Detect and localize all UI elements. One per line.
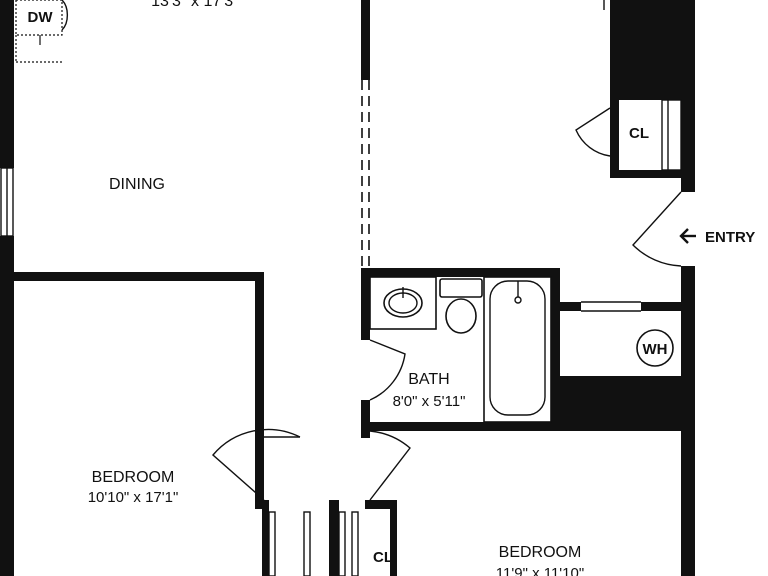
closet-left-slide-a [268, 511, 276, 576]
bath-bottom-wall [361, 422, 554, 431]
bedroom-left-door [212, 428, 301, 501]
closet-right-slide-a [338, 511, 346, 576]
closet-divider-mid [329, 500, 339, 576]
doors [212, 99, 682, 576]
wh-top-wall-left [551, 302, 581, 311]
left-exterior-wall-lower [0, 236, 14, 576]
bath-left-wall-upper [361, 268, 370, 340]
closet-bottom-wall [610, 170, 695, 178]
fixtures: DW [15, 0, 674, 423]
bedroom-top-wall [14, 272, 264, 281]
water-heater-circle [636, 329, 674, 367]
bedroom-right-label: BEDROOM [499, 544, 582, 561]
bath-door [369, 339, 406, 401]
bath-left-wall-lower [361, 400, 370, 438]
right-exterior-wall-lower [681, 266, 695, 576]
openings [0, 0, 605, 268]
closet-top-door [575, 107, 611, 157]
entry-door [632, 191, 682, 267]
closet-divider-left [262, 500, 269, 576]
closet-right-slide-b [351, 511, 359, 576]
water-heater-label: WH [643, 341, 668, 358]
bath-right-wall [551, 268, 560, 431]
left-exterior-wall-upper [0, 0, 14, 168]
labels: 13'3" x 17'3" DINING CL WH BATH 8'0" x 5… [88, 0, 756, 576]
toilet-bowl [445, 298, 477, 334]
closet-left-wall [610, 100, 619, 178]
closet-left-slide-b [303, 511, 311, 576]
closet-bottom-label: CL [373, 549, 393, 566]
dishwasher-door-arc [61, 0, 69, 31]
right-wall-upper [681, 100, 695, 192]
bath-dimensions: 8'0" x 5'11" [393, 393, 466, 410]
wh-bottom-mass [551, 376, 681, 431]
right-wall-upper-mass [610, 0, 695, 100]
arrow-left-icon [679, 228, 696, 244]
bedroom-right-wall [255, 272, 264, 500]
closet-top-label: CL [629, 125, 649, 142]
bedroom-left-label: BEDROOM [92, 469, 175, 486]
entry-label: ENTRY [705, 229, 755, 246]
dishwasher-label: DW [28, 9, 54, 26]
bedroom-right-dimensions: 11'9" x 11'10" [496, 565, 584, 576]
closet-top-shelf [661, 99, 682, 171]
central-wall-top [361, 0, 370, 80]
bedroom-left-dimensions: 10'10" x 17'1" [88, 489, 179, 506]
bath-label: BATH [408, 371, 449, 388]
bathtub-outer [483, 276, 552, 423]
bath-top-wall [361, 268, 559, 277]
wh-top-wall-right [641, 302, 681, 311]
closet-top-wall-right [365, 500, 397, 509]
top-room-dimensions: 13'3" x 17'3" [151, 0, 239, 10]
bedroom-right-door [369, 430, 411, 501]
dining-label: DINING [109, 176, 165, 193]
dishwasher-box [15, 0, 63, 36]
toilet-tank [439, 278, 483, 298]
walls [0, 0, 695, 576]
closet-divider-right [390, 500, 397, 576]
